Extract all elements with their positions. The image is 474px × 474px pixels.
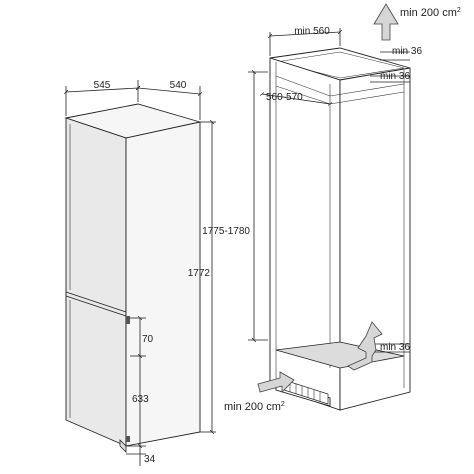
dim-rear-clearance: min 36: [370, 71, 410, 83]
dim-fridge-height: 1772: [188, 122, 216, 432]
dim-top-clearance: min 36: [380, 46, 422, 61]
hinge-icon: [126, 316, 130, 324]
cabinet-top-inner: [275, 51, 405, 79]
fridge-width-label: 545: [94, 80, 111, 91]
dim-niche-depth: 560-570: [262, 92, 330, 104]
niche-depth-label: 560-570: [266, 92, 303, 103]
dim-base: 34: [126, 445, 156, 466]
hinge-lower-icon: [126, 436, 130, 442]
lower-door-label: 633: [132, 394, 149, 405]
base-height-label: 34: [144, 454, 156, 465]
airflow-in-icon: [257, 371, 295, 393]
top-vent-label: min 200 cm2: [400, 7, 461, 19]
rear-clearance-label: min 36: [380, 71, 410, 82]
dim-lower-door: 633: [132, 356, 149, 446]
fridge-depth-label: 540: [170, 80, 187, 91]
dim-fridge-depth: 540: [138, 80, 200, 120]
fridge-base: [119, 439, 127, 453]
airflow-inside-icon: [347, 321, 383, 371]
dim-niche-height: 1775-1780: [202, 72, 268, 340]
dim-rear-clearance-bottom: min 36: [372, 342, 410, 353]
dim-niche-width: min 560: [270, 26, 340, 56]
airflow-up-icon: [373, 3, 399, 41]
rear-clearance-bottom-label: min 36: [380, 342, 410, 353]
door-gap-label: 70: [142, 334, 154, 345]
refrigerator: [64, 103, 201, 453]
bottom-vent-label: min 200 cm2: [224, 401, 285, 413]
fridge-height-label: 1772: [188, 268, 211, 279]
dim-door-gap: 70: [130, 318, 154, 356]
niche-height-label: 1775-1780: [202, 226, 250, 237]
door-split-line: [65, 291, 127, 313]
niche-width-label: min 560: [294, 26, 330, 37]
top-clearance-label: min 36: [392, 46, 422, 57]
door-split-line-2: [65, 295, 127, 317]
cabinet-right-panel: [339, 67, 411, 411]
fridge-door-face: [65, 117, 127, 447]
